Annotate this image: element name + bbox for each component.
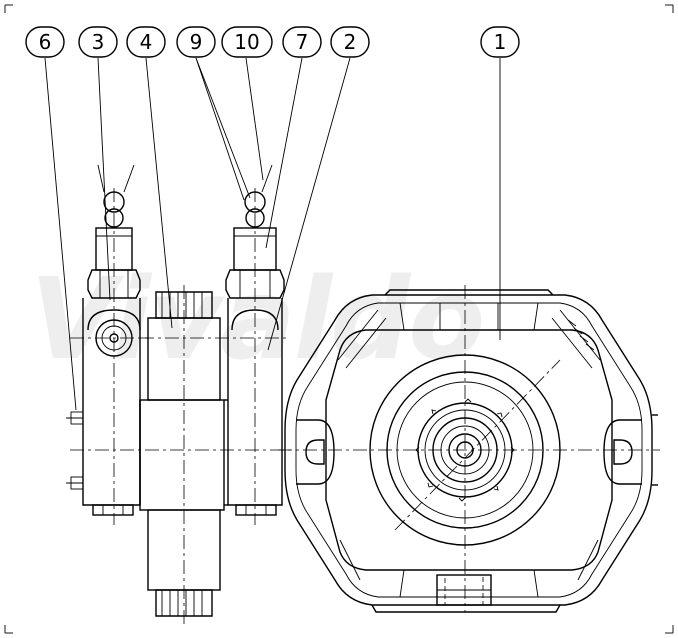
callout-3: 3 xyxy=(78,26,118,58)
relief-valve-left xyxy=(66,188,148,525)
pump-body xyxy=(278,285,660,613)
callout-label: 2 xyxy=(344,30,357,54)
manifold xyxy=(70,337,295,506)
callout-2: 2 xyxy=(330,26,370,58)
relief-valve-right xyxy=(225,188,285,525)
callout-label: 9 xyxy=(190,30,203,54)
callout-6: 6 xyxy=(25,26,65,58)
callout-1: 1 xyxy=(480,26,520,58)
callout-10: 10 xyxy=(221,26,273,58)
callout-7: 7 xyxy=(282,26,322,58)
callout-label: 4 xyxy=(140,30,153,54)
callout-label: 10 xyxy=(234,30,259,54)
solenoid-valve xyxy=(139,285,225,625)
corner-marks xyxy=(4,4,674,634)
callout-label: 1 xyxy=(494,30,507,54)
callout-4: 4 xyxy=(126,26,166,58)
leader-lines xyxy=(44,57,501,411)
watermark-text: Vivaldo xyxy=(30,255,483,385)
callout-label: 3 xyxy=(92,30,105,54)
callout-label: 7 xyxy=(296,30,309,54)
callout-9: 9 xyxy=(176,26,216,58)
callout-label: 6 xyxy=(39,30,52,54)
